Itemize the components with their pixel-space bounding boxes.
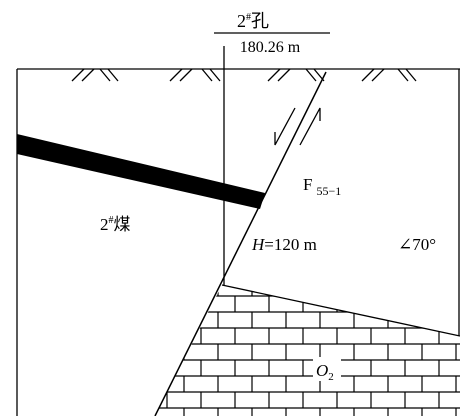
fault-movement-arrows [274,107,321,146]
limestone-label: O2 [316,361,334,383]
ground-hatching [71,68,417,82]
fault-line [154,71,327,416]
fault-height-label: H=120 m [251,235,317,254]
limestone-brick-pattern [155,285,460,416]
limestone-label-backdrop [313,357,341,381]
limestone-body [155,285,460,416]
borehole-elevation: 180.26 m [240,39,301,56]
coal-seam-label: 2#煤 [100,215,131,234]
arrow-down-icon [274,107,296,146]
limestone-top-boundary [221,284,460,337]
borehole-label: 2#孔 [237,11,269,31]
coal-seam [17,134,265,209]
arrow-up-icon [299,107,321,146]
fault-dip-angle: ∠70° [398,235,436,254]
